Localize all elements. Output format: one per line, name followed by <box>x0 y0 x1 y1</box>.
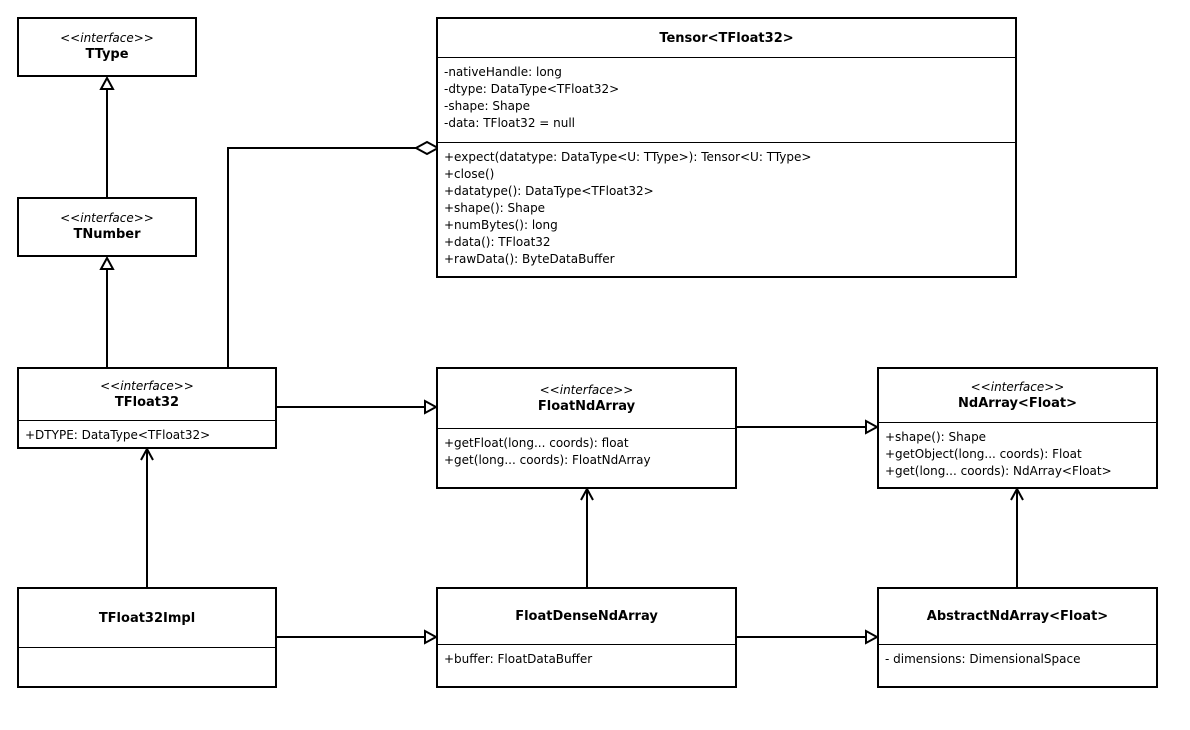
floatdense-to-abstractnd-arrowhead <box>865 629 880 645</box>
class-abstractndarray: AbstractNdArray<Float> - dimensions: Dim… <box>877 587 1158 688</box>
class-name: TType <box>85 47 129 62</box>
class-tnumber: <<interface>> TNumber <box>17 197 197 257</box>
method: +datatype(): DataType<TFloat32> <box>444 184 654 198</box>
method: +shape(): Shape <box>444 201 546 215</box>
aggregation-diamond <box>413 140 441 156</box>
attribute: -data: TFloat32 = null <box>444 116 576 130</box>
class-floatdensendarray: FloatDenseNdArray +buffer: FloatDataBuff… <box>436 587 737 688</box>
class-ttype: <<interface>> TType <box>17 17 197 77</box>
method: +get(long... coords): NdArray<Float> <box>885 464 1112 478</box>
class-name: FloatNdArray <box>537 398 636 414</box>
tnumber-extends-ttype-arrowhead <box>99 75 115 90</box>
attributes-section: - dimensions: DimensionalSpace <box>879 645 1156 672</box>
method: +shape(): Shape <box>885 430 987 444</box>
methods-section: +getFloat(long... coords): float +get(lo… <box>438 429 735 473</box>
tfloat32-to-floatndarray-arrowhead <box>424 399 439 415</box>
class-floatndarray: <<interface>> FloatNdArray +getFloat(lon… <box>436 367 737 489</box>
class-name: FloatDenseNdArray <box>515 609 658 624</box>
method: +data(): TFloat32 <box>444 235 551 249</box>
stereotype-label: <<interface>> <box>60 31 154 45</box>
impl-to-tfloat32-arrowhead <box>140 446 154 461</box>
floatndarray-to-ndarray-arrowhead <box>865 419 880 435</box>
class-tfloat32impl-header: TFloat32Impl <box>19 589 275 648</box>
class-abstractndarray-header: AbstractNdArray<Float> <box>879 589 1156 645</box>
class-ttype-header: <<interface>> TType <box>19 19 195 75</box>
attributes-section: +DTYPE: DataType<TFloat32> <box>19 421 275 448</box>
methods-section: +expect(datatype: DataType<U: TType>): T… <box>438 142 1015 272</box>
class-tfloat32: <<interface>> TFloat32 +DTYPE: DataType<… <box>17 367 277 449</box>
tfloat32-extends-tnumber-arrowhead <box>99 255 115 270</box>
class-tensor: Tensor<TFloat32> -nativeHandle: long -dt… <box>436 17 1017 278</box>
attribute: - dimensions: DimensionalSpace <box>885 652 1081 666</box>
attributes-section: -nativeHandle: long -dtype: DataType<TFl… <box>438 58 1015 142</box>
class-tfloat32-header: <<interface>> TFloat32 <box>19 369 275 421</box>
class-floatdensendarray-header: FloatDenseNdArray <box>438 589 735 645</box>
class-name: Tensor<TFloat32> <box>659 30 794 46</box>
stereotype-label: <<interface>> <box>539 382 634 397</box>
class-tnumber-header: <<interface>> TNumber <box>19 199 195 255</box>
method: +getObject(long... coords): Float <box>885 447 1082 461</box>
stereotype-label: <<interface>> <box>100 378 194 393</box>
class-tensor-header: Tensor<TFloat32> <box>438 19 1015 58</box>
class-name: TFloat32 <box>114 394 180 410</box>
abstractnd-to-ndarray-arrowhead <box>1010 486 1024 501</box>
attribute: -dtype: DataType<TFloat32> <box>444 82 620 96</box>
tfloat32-tensor-aggregation-line <box>227 147 416 367</box>
method: +expect(datatype: DataType<U: TType>): T… <box>444 150 812 164</box>
method: +getFloat(long... coords): float <box>444 436 629 450</box>
method: +numBytes(): long <box>444 218 558 232</box>
method: +get(long... coords): FloatNdArray <box>444 453 651 467</box>
attribute: -shape: Shape <box>444 99 530 113</box>
attribute: +DTYPE: DataType<TFloat32> <box>25 428 211 442</box>
method: +rawData(): ByteDataBuffer <box>444 252 615 266</box>
class-ndarray: <<interface>> NdArray<Float> +shape(): S… <box>877 367 1158 489</box>
class-name: TNumber <box>73 227 141 242</box>
class-tfloat32impl: TFloat32Impl <box>17 587 277 688</box>
attribute: +buffer: FloatDataBuffer <box>444 652 593 666</box>
floatdense-to-floatndarray-arrowhead <box>580 486 594 501</box>
stereotype-label: <<interface>> <box>60 211 154 225</box>
class-name: TFloat32Impl <box>98 610 196 626</box>
class-ndarray-header: <<interface>> NdArray<Float> <box>879 369 1156 423</box>
stereotype-label: <<interface>> <box>970 379 1065 394</box>
methods-section: +shape(): Shape +getObject(long... coord… <box>879 423 1156 484</box>
method: +close() <box>444 167 495 181</box>
class-name: NdArray<Float> <box>958 395 1077 411</box>
class-floatndarray-header: <<interface>> FloatNdArray <box>438 369 735 429</box>
impl-to-floatdense-arrowhead <box>424 629 439 645</box>
attributes-section: +buffer: FloatDataBuffer <box>438 645 735 672</box>
class-name: AbstractNdArray<Float> <box>926 609 1109 624</box>
attribute: -nativeHandle: long <box>444 65 562 79</box>
